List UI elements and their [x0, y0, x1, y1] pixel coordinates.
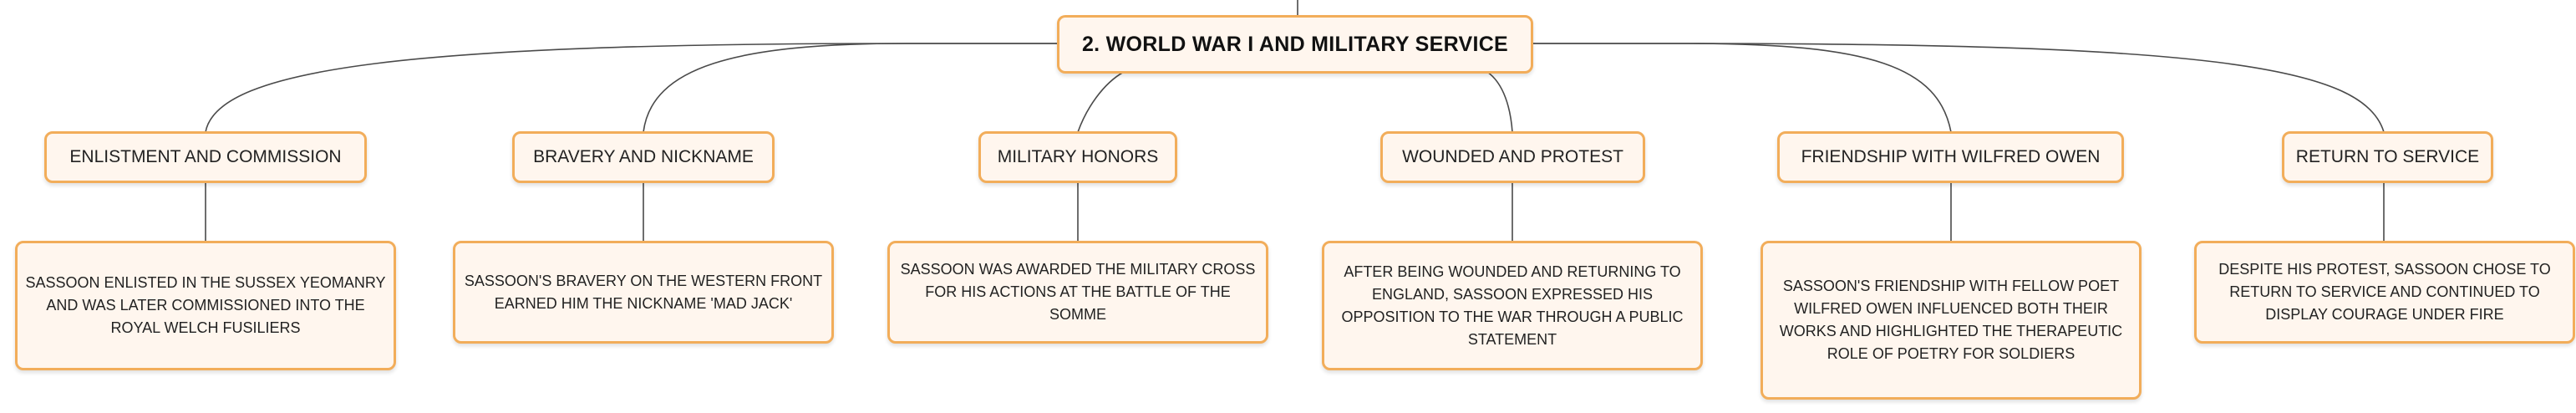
detail-node-bravery[interactable]: Sassoon's bravery on the Western Front e… [453, 241, 834, 344]
topic-node-friendship[interactable]: Friendship with Wilfred Owen [1777, 131, 2124, 183]
topic-node-bravery[interactable]: Bravery and Nickname [512, 131, 775, 183]
topic-node-enlistment[interactable]: Enlistment and Commission [44, 131, 367, 183]
branch-connector-5 [1533, 43, 1952, 133]
topic-node-honors[interactable]: Military Honors [978, 131, 1177, 183]
topic-node-return[interactable]: Return to Service [2282, 131, 2493, 183]
branch-connector-3 [1077, 71, 1125, 133]
detail-node-wounded[interactable]: After being wounded and returning to Eng… [1322, 241, 1703, 370]
root-node[interactable]: 2. World War I and Military Service [1057, 15, 1533, 74]
detail-node-friendship[interactable]: Sassoon's friendship with fellow poet Wi… [1761, 241, 2142, 400]
branch-connector-1 [205, 43, 1057, 133]
detail-node-enlistment[interactable]: Sassoon enlisted in the Sussex Yeomanry … [15, 241, 396, 370]
branch-connector-4 [1486, 71, 1513, 133]
topic-node-wounded[interactable]: Wounded and Protest [1380, 131, 1645, 183]
detail-node-return[interactable]: Despite his protest, Sassoon chose to re… [2194, 241, 2575, 344]
branch-connector-6 [1533, 43, 2385, 133]
detail-node-honors[interactable]: Sassoon was awarded the Military Cross f… [887, 241, 1268, 344]
branch-connector-2 [643, 43, 1057, 133]
